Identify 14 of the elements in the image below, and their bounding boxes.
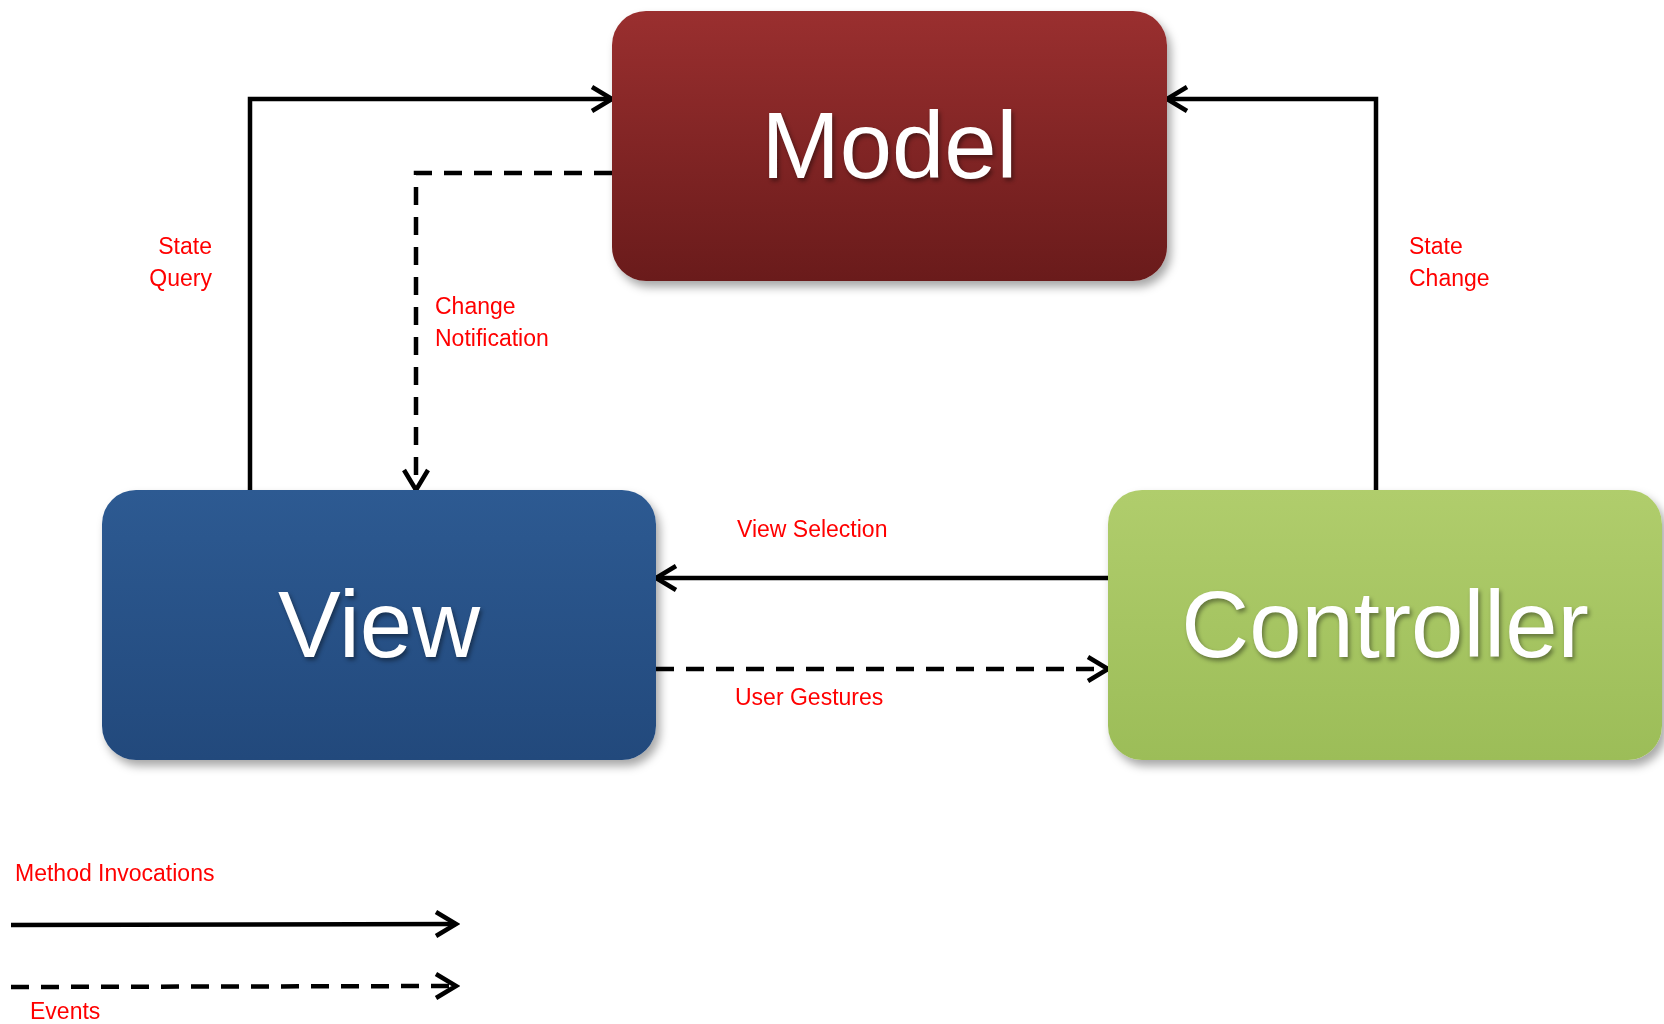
model-box: [612, 11, 1167, 281]
edge-label: State Query: [148, 232, 212, 293]
box-title: Controller: [1181, 578, 1589, 672]
box-title: Model: [761, 99, 1018, 193]
arrow: [401, 170, 612, 493]
box-title: View: [277, 578, 480, 672]
edge-label: Change Notification: [435, 292, 550, 353]
view-box: [102, 490, 656, 760]
legend-label: Method Invocations: [15, 860, 215, 886]
edge-label: State Change: [1409, 232, 1491, 293]
edge-label: User Gestures: [735, 683, 885, 712]
edge-label: View Selection: [737, 515, 889, 544]
legend-label: Events: [30, 998, 101, 1024]
controller-box: [1108, 490, 1662, 760]
